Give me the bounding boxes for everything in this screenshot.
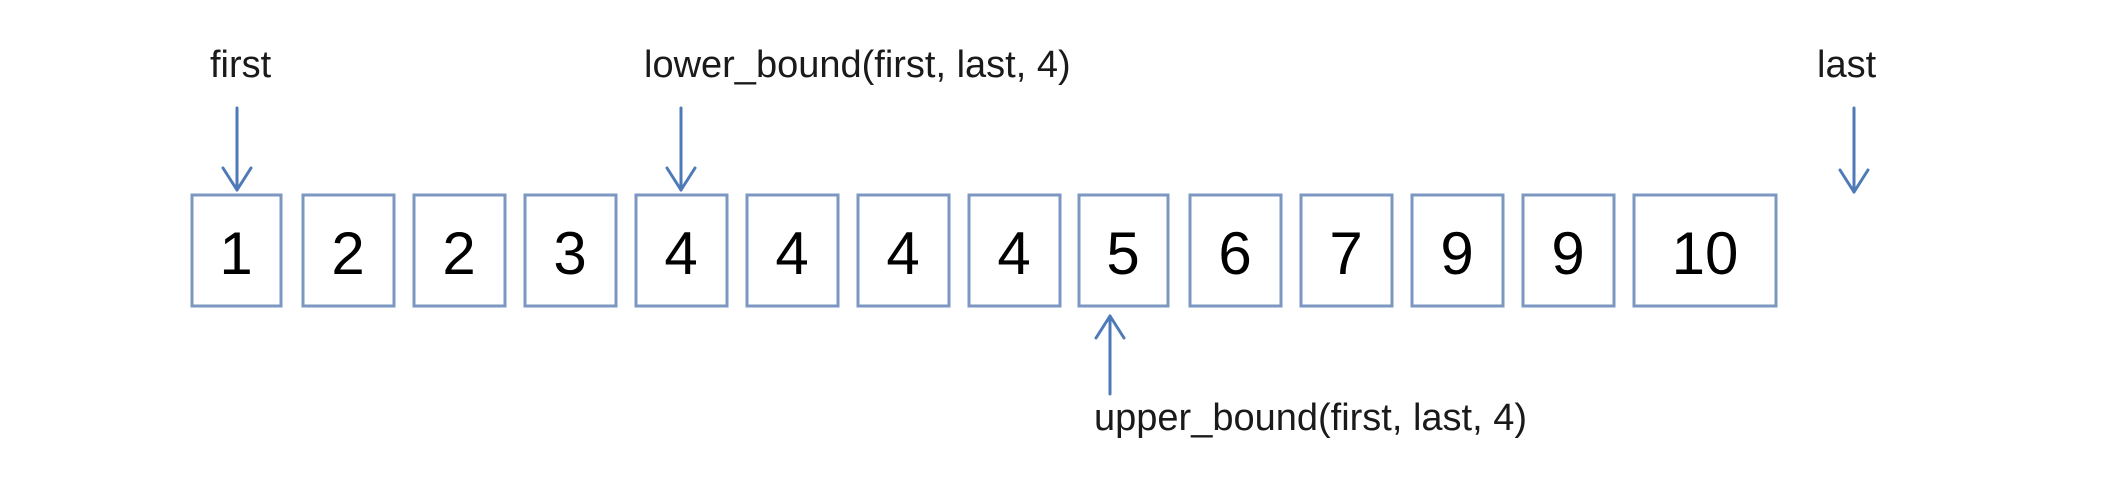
array-cell-value: 1: [219, 220, 252, 287]
array-cell: 4: [634, 193, 729, 308]
array-cell-value: 6: [1218, 220, 1251, 287]
array-cell: 2: [412, 193, 507, 308]
first-label: first: [210, 44, 272, 86]
array-cell: 9: [1521, 193, 1616, 308]
array-cell-value: 9: [1551, 220, 1584, 287]
array-cells: 1 2 2 3 4 4 4 4: [190, 193, 1778, 308]
array-cell: 4: [967, 193, 1062, 308]
lower-bound-arrow-icon: [665, 106, 697, 192]
first-pointer: first: [210, 44, 272, 192]
array-cell-value: 3: [553, 220, 586, 287]
array-cell: 10: [1632, 193, 1778, 308]
array-cell: 7: [1299, 193, 1394, 308]
array-cell-value: 4: [997, 220, 1030, 287]
lower-bound-pointer: lower_bound(first, last, 4): [644, 44, 1071, 192]
array-cell-value: 2: [331, 220, 364, 287]
array-cell: 5: [1077, 193, 1170, 308]
last-arrow-icon: [1838, 106, 1870, 194]
array-cell-value: 5: [1106, 220, 1139, 287]
array-cell: 1: [190, 193, 283, 308]
first-arrow-icon: [221, 106, 253, 192]
upper-bound-label: upper_bound(first, last, 4): [1094, 397, 1527, 439]
array-cell: 4: [745, 193, 840, 308]
upper-bound-pointer: upper_bound(first, last, 4): [1094, 314, 1527, 439]
array-cell: 6: [1188, 193, 1283, 308]
array-cell-value: 10: [1672, 220, 1739, 287]
array-cell: 9: [1410, 193, 1505, 308]
array-cell-value: 4: [775, 220, 808, 287]
array-cell-value: 4: [886, 220, 919, 287]
array-cell-value: 2: [442, 220, 475, 287]
array-cell: 2: [301, 193, 396, 308]
array-cell: 3: [523, 193, 618, 308]
lower-bound-label: lower_bound(first, last, 4): [644, 44, 1071, 86]
array-cell: 4: [856, 193, 951, 308]
last-label: last: [1817, 44, 1877, 86]
array-cell-value: 4: [664, 220, 697, 287]
upper-bound-arrow-icon: [1094, 314, 1126, 396]
array-cell-value: 9: [1440, 220, 1473, 287]
last-pointer: last: [1817, 44, 1877, 194]
array-cell-value: 7: [1329, 220, 1362, 287]
